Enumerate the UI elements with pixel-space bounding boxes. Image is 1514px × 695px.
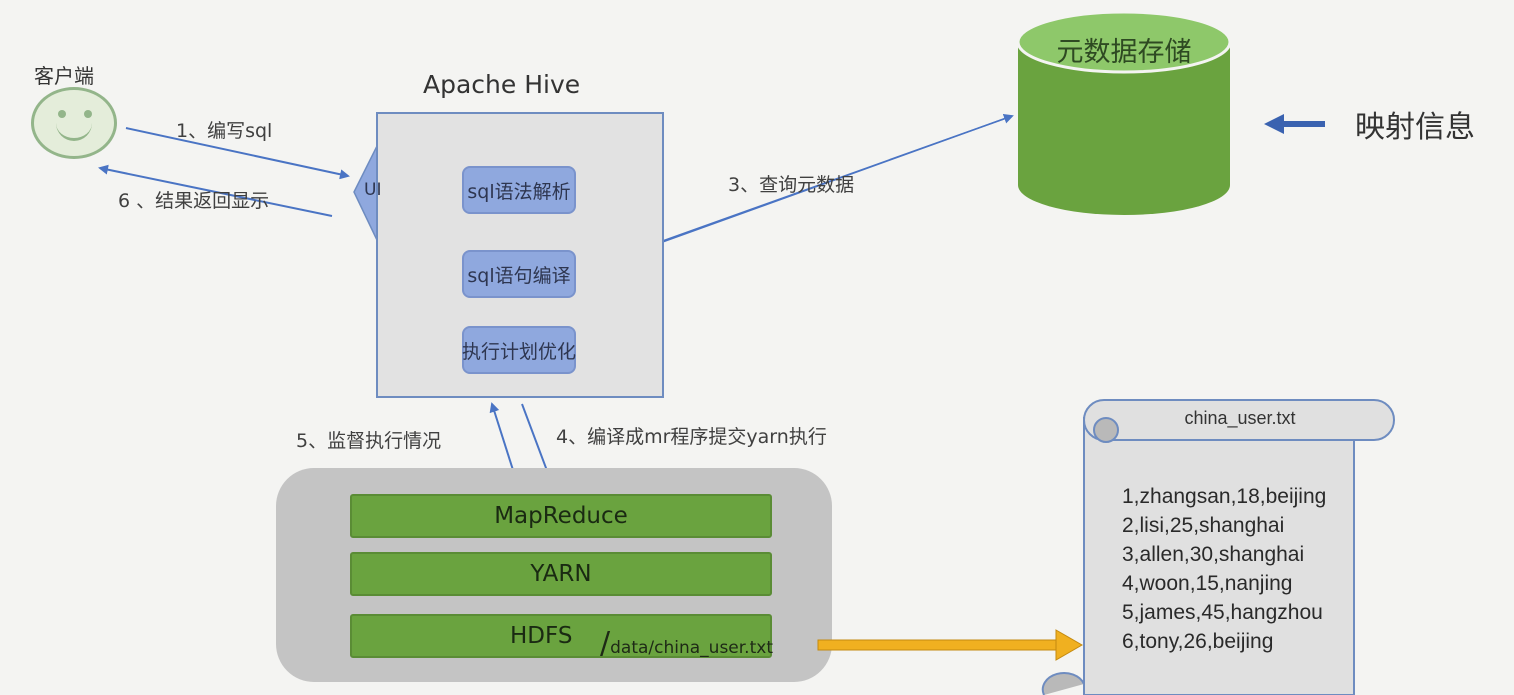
client-smiley-icon bbox=[31, 87, 117, 159]
arrow-write-sql bbox=[125, 127, 350, 180]
ui-label: UI bbox=[364, 180, 382, 200]
hdfs-path: /data/china_user.txt bbox=[600, 626, 773, 661]
label-write-sql: 1、编写sql bbox=[176, 120, 273, 142]
file-line: 1,zhangsan,18,beijing bbox=[1122, 485, 1327, 508]
arrow-query-meta-back bbox=[594, 115, 1013, 268]
file-line: 6,tony,26,beijing bbox=[1122, 630, 1274, 653]
mapping-arrow bbox=[1264, 114, 1325, 134]
file-line: 3,allen,30,shanghai bbox=[1122, 543, 1305, 566]
layer-hdfs: HDFS bbox=[350, 614, 772, 658]
metastore-title: 元数据存储 bbox=[1056, 37, 1192, 68]
metastore-cylinder bbox=[1016, 10, 1232, 215]
file-line: 2,lisi,25,shanghai bbox=[1122, 514, 1285, 537]
file-line: 4,woon,15,nanjing bbox=[1122, 572, 1293, 595]
arrow-return bbox=[98, 164, 333, 217]
label-query-meta: 3、查询元数据 bbox=[728, 174, 855, 196]
file-name: china_user.txt bbox=[1184, 408, 1296, 428]
hdfs-path-slash: / bbox=[600, 626, 611, 661]
step-plan-optimize: 执行计划优化 bbox=[462, 326, 576, 374]
client-label: 客户端 bbox=[34, 64, 94, 88]
file-scroll bbox=[1041, 399, 1395, 695]
file-content: 1,zhangsan,18,beijing 2,lisi,25,shanghai 3… bbox=[1122, 482, 1326, 656]
hdfs-path-text: data/china_user.txt bbox=[610, 638, 773, 658]
layer-yarn: YARN bbox=[350, 552, 772, 596]
label-monitor: 5、监督执行情况 bbox=[296, 430, 442, 452]
step-sql-parse: sql语法解析 bbox=[462, 166, 576, 214]
mapping-label: 映射信息 bbox=[1355, 110, 1475, 145]
file-line: 5,james,45,hangzhou bbox=[1122, 601, 1323, 624]
label-return: 6 、结果返回显示 bbox=[118, 190, 270, 212]
hdfs-to-file-arrow bbox=[817, 629, 1084, 661]
step-sql-compile: sql语句编译 bbox=[462, 250, 576, 298]
label-submit: 4、编译成mr程序提交yarn执行 bbox=[556, 426, 827, 448]
layer-mapreduce: MapReduce bbox=[350, 494, 772, 538]
hive-title: Apache Hive bbox=[423, 70, 581, 99]
